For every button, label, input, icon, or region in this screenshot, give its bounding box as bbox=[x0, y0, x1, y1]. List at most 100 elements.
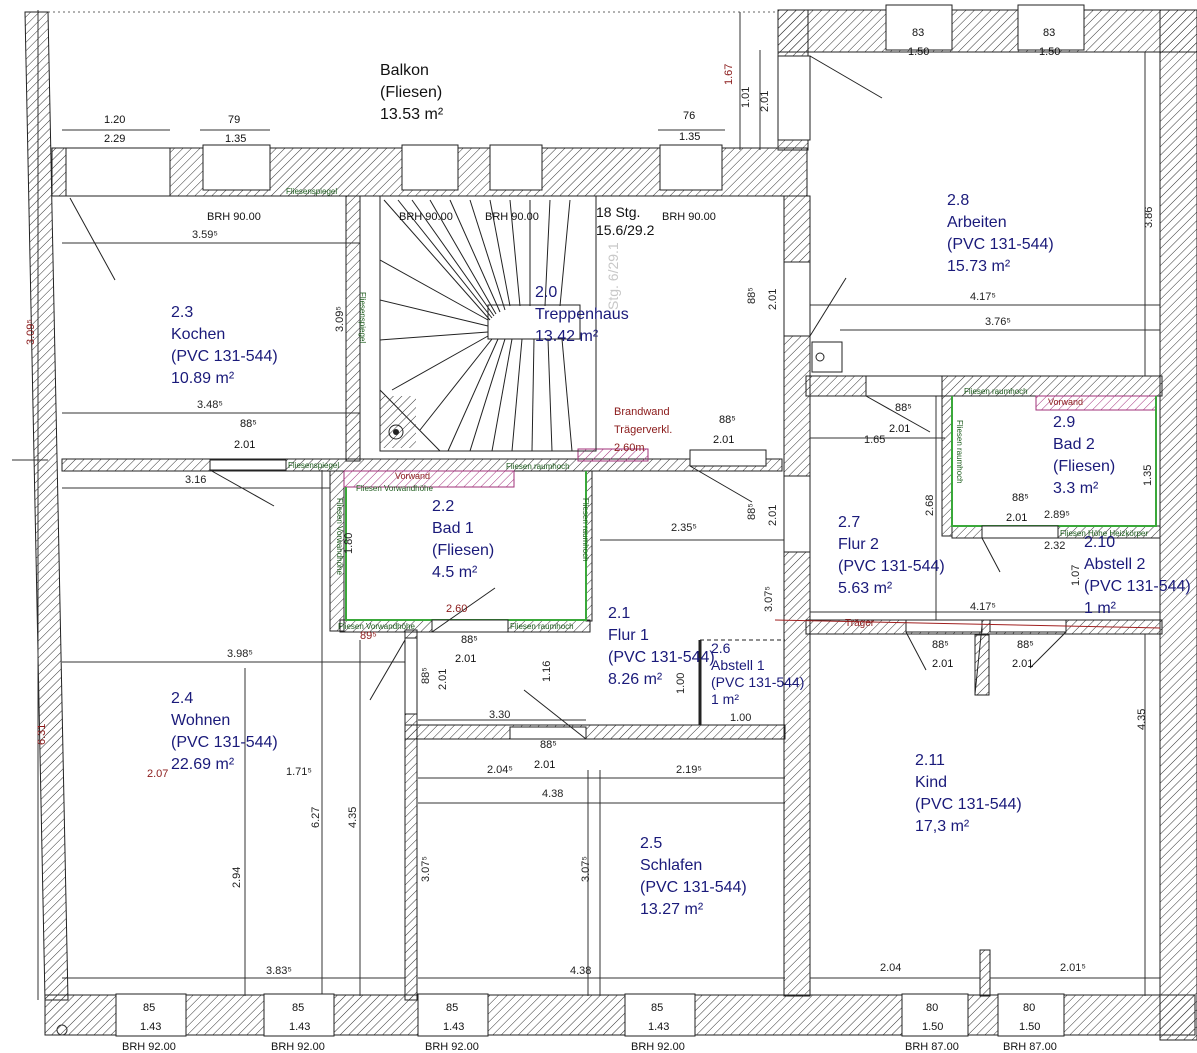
room-id: 2.3 bbox=[171, 304, 194, 321]
window-w-5: 83 bbox=[1043, 27, 1056, 39]
room-kochen: 2.3 Kochen (PVC 131-544) 10.89 m² bbox=[171, 302, 278, 390]
dim-wohnen-b: 2.07 bbox=[147, 768, 169, 780]
heater-box-icon bbox=[811, 341, 843, 373]
room-finish: (PVC 131-544) bbox=[947, 236, 1054, 253]
tile-note-4: Fliesenspiegel bbox=[288, 461, 340, 470]
dim-v-435: 4.35 bbox=[347, 806, 359, 828]
door-w-kochen: 88⁵ bbox=[240, 418, 257, 430]
room-name: Schlafen bbox=[640, 857, 703, 874]
window-bottom-w-6: 80 bbox=[1023, 1002, 1036, 1014]
room-id: 2.10 bbox=[1084, 534, 1116, 551]
window-bottom-w-5: 80 bbox=[926, 1002, 939, 1014]
dim-v-201-bad1: 2.01 bbox=[437, 668, 449, 690]
door-w-bad1: 88⁵ bbox=[461, 634, 478, 646]
stairs-ratio: 15.6/29.2 bbox=[596, 222, 655, 238]
room-id: 2.0 bbox=[535, 284, 558, 301]
room-name: Abstell 2 bbox=[1084, 556, 1146, 573]
brh-bottom-3: BRH 92.00 bbox=[425, 1041, 479, 1053]
dim-v-309-kochen: 3.09⁵ bbox=[334, 306, 346, 332]
room-area: 17,3 m² bbox=[915, 818, 970, 835]
stairs-label: 18 Stg. 15.6/29.2 bbox=[596, 203, 654, 239]
door-w-arbeiten: 88⁵ bbox=[895, 402, 912, 414]
dim-v-201-flur1: 2.01 bbox=[767, 504, 779, 526]
room-finish: (PVC 131-544) bbox=[1084, 578, 1191, 595]
dim-v-101: 1.01 bbox=[740, 86, 752, 108]
dim-wohnen-mid: 3.98⁵ bbox=[227, 648, 253, 660]
room-name: Kochen bbox=[171, 326, 226, 343]
room-flur2: 2.7 Flur 2 (PVC 131-544) 5.63 m² bbox=[838, 512, 945, 600]
window-h-4: 1.50 bbox=[908, 46, 930, 58]
tile-note-3: Fliesenspiegel bbox=[286, 187, 338, 196]
window-bottom-w-3: 85 bbox=[446, 1002, 459, 1014]
room-area: 13.42 m² bbox=[535, 328, 599, 345]
dim-260m: 2.60m bbox=[614, 442, 645, 454]
note-traeger: Träger bbox=[845, 618, 875, 629]
room-flur1: 2.1 Flur 1 (PVC 131-544) 8.26 m² bbox=[608, 603, 715, 691]
room-name: Bad 1 bbox=[432, 520, 474, 537]
room-name: Kind bbox=[915, 774, 948, 791]
axis-markers bbox=[12, 10, 68, 1036]
room-area: 4.5 m² bbox=[432, 564, 478, 581]
stairs-steps: 18 Stg. bbox=[596, 204, 641, 220]
note-vorwand-2: Vorwand bbox=[1048, 397, 1084, 407]
room-finish: (PVC 131-544) bbox=[711, 674, 805, 690]
door-h-kochen: 2.01 bbox=[234, 439, 256, 451]
door-h-bad1: 2.01 bbox=[455, 653, 477, 665]
dim-v-627: 6.27 bbox=[310, 806, 322, 828]
dim-flur1-bottom: 3.30 bbox=[489, 709, 511, 721]
dim-schlafen-top: 4.38 bbox=[542, 788, 564, 800]
brh-bottom-6: BRH 87.00 bbox=[1003, 1041, 1057, 1053]
room-id: 2.6 bbox=[711, 640, 731, 656]
window-h-2: 1.35 bbox=[225, 133, 247, 145]
dim-schlafen-right: 2.19⁵ bbox=[676, 764, 702, 776]
brh-top-1: BRH 90.00 bbox=[207, 211, 261, 223]
dim-flur1: 2.35⁵ bbox=[671, 522, 697, 534]
window-h-1: 2.29 bbox=[104, 133, 126, 145]
door-h-bad2: 2.01 bbox=[1006, 512, 1028, 524]
dim-v-201-top: 2.01 bbox=[759, 90, 771, 112]
window-bottom-w-2: 85 bbox=[292, 1002, 305, 1014]
room-area: 10.89 m² bbox=[171, 370, 235, 387]
dim-v-135: 1.35 bbox=[1142, 464, 1154, 486]
dim-v-435-kind: 4.35 bbox=[1136, 708, 1148, 730]
room-wohnen: 2.4 Wohnen (PVC 131-544) 22.69 m² bbox=[171, 688, 278, 776]
tile-note-5: Fliesen raumhoch bbox=[964, 387, 1028, 396]
room-id: 2.4 bbox=[171, 690, 194, 707]
note-brandwand: Brandwand bbox=[614, 406, 670, 418]
dim-v-386: 3.86 bbox=[1143, 206, 1155, 228]
room-finish: (Fliesen) bbox=[1053, 458, 1116, 475]
dim-v-201-arbeiten: 2.01 bbox=[767, 288, 779, 310]
room-id: 2.8 bbox=[947, 192, 970, 209]
room-id: 2.1 bbox=[608, 605, 631, 622]
dim-v-631: 6.31 bbox=[36, 723, 48, 745]
room-arbeiten: 2.8 Arbeiten (PVC 131-544) 15.73 m² bbox=[947, 190, 1054, 278]
door-h-kind-2: 2.01 bbox=[1012, 658, 1034, 670]
room-name: Wohnen bbox=[171, 712, 231, 729]
room-name: Flur 1 bbox=[608, 627, 649, 644]
dim-arbeiten-2: 3.76⁵ bbox=[985, 316, 1011, 328]
door-h-arbeiten: 2.01 bbox=[889, 423, 911, 435]
doors bbox=[69, 55, 1067, 740]
tile-note-11: Fliesen raumhoch bbox=[955, 420, 964, 484]
dim-wohnen-a: 1.71⁵ bbox=[286, 766, 312, 778]
dim-v-88-flur1: 88⁵ bbox=[746, 503, 758, 520]
window-bottom-w-1: 85 bbox=[143, 1002, 156, 1014]
dim-schlafen-bottom: 4.38 bbox=[570, 965, 592, 977]
room-area: 22.69 m² bbox=[171, 756, 235, 773]
room-finish: (Fliesen) bbox=[380, 84, 443, 101]
dim-v-167: 1.67 bbox=[723, 63, 735, 85]
dim-v-100: 1.00 bbox=[675, 672, 687, 694]
dim-flur2-1: 1.65 bbox=[864, 434, 886, 446]
chimney-icon bbox=[388, 424, 404, 440]
room-balkon: Balkon (Fliesen) 13.53 m² bbox=[380, 60, 443, 126]
room-name: Bad 2 bbox=[1053, 436, 1095, 453]
window-w-2: 79 bbox=[228, 114, 241, 126]
stairs-ghost-label: Stg. 6/29.1 bbox=[605, 242, 621, 310]
room-finish: (PVC 131-544) bbox=[915, 796, 1022, 813]
abstell1-outline bbox=[698, 619, 1161, 725]
dim-v-307-schlafen-r: 3.07⁵ bbox=[580, 856, 592, 882]
door-h-schlafen: 2.01 bbox=[534, 759, 556, 771]
dim-v-88-arbeiten: 88⁵ bbox=[746, 287, 758, 304]
dim-v-180: 1.80 bbox=[343, 532, 355, 554]
brh-top-3: BRH 90.00 bbox=[485, 211, 539, 223]
